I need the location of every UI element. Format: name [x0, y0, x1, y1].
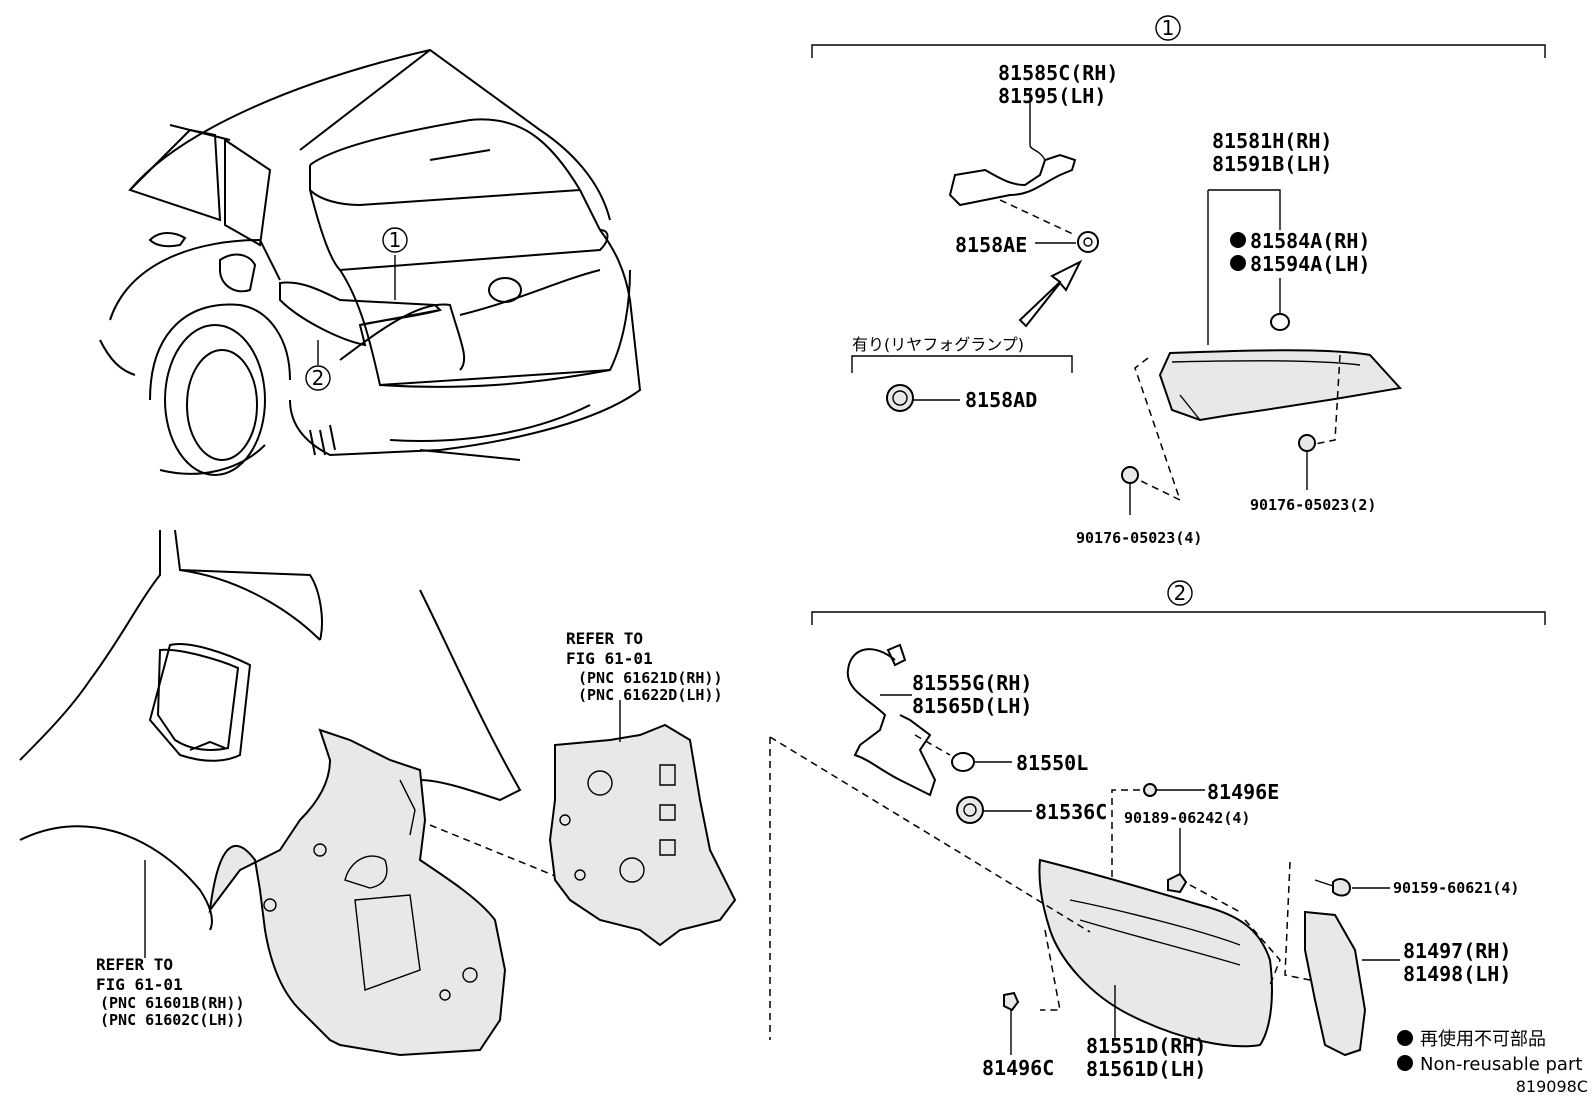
screw-90159-drawing: [1332, 878, 1352, 897]
label-lamp-lh: 81591B(LH): [1212, 152, 1332, 176]
label-wire-lh: 81565D(LH): [912, 694, 1032, 718]
refer-lower-line2: FIG 61-01: [96, 975, 183, 994]
label-cover-lh: 81498(LH): [1403, 962, 1511, 986]
non-reusable-marker-lh: [1230, 255, 1246, 271]
group-1-parts: [851, 90, 1402, 515]
group-2-labels: 81555G(RH) 81565D(LH) 81550L 81536C 8149…: [912, 671, 1519, 1081]
install-arrow: [1018, 259, 1083, 328]
group-1-labels: 81585C(RH) 81595(LH) 8158AE 有り(リヤフォグランプ)…: [852, 61, 1376, 547]
label-nut-b: 90176-05023(4): [1076, 529, 1202, 547]
refer-upper-line4: (PNC 61622D(LH)): [578, 686, 723, 704]
label-lamp2-lh: 81561D(LH): [1086, 1057, 1206, 1081]
refer-upper-line3: (PNC 61621D(RH)): [578, 669, 723, 687]
label-screw: 90159-60621(4): [1393, 879, 1519, 897]
label-lamp2-rh: 81551D(RH): [1086, 1034, 1206, 1058]
label-lamp-rh: 81581H(RH): [1212, 129, 1332, 153]
nut-90176-b-drawing: [1121, 466, 1139, 484]
label-option-part: 8158AD: [965, 388, 1037, 412]
label-socket-wire-lh: 81595(LH): [998, 84, 1106, 108]
cover-81497-drawing: [1304, 910, 1367, 1057]
label-wire-rh: 81555G(RH): [912, 671, 1032, 695]
upper-inner-panel-drawing: [548, 723, 737, 947]
socket-81536c-drawing: [956, 796, 984, 824]
refer-lower-line4: (PNC 61602C(LH)): [100, 1011, 245, 1029]
refer-lower-line3: (PNC 61601B(RH)): [100, 994, 245, 1012]
lamp-81551d-drawing: [1038, 858, 1273, 1048]
bulb-81550l-drawing: [951, 752, 975, 772]
label-bolt: 90189-06242(4): [1124, 809, 1250, 827]
label-socket-wire-rh: 81585C(RH): [998, 61, 1118, 85]
non-reusable-marker-rh: [1230, 232, 1246, 248]
label-nut-bottom: 81496C: [982, 1056, 1054, 1080]
quarter-panel-illustration: [19, 529, 737, 1057]
callout-2-car: 2: [312, 366, 325, 390]
legend-ja: 再使用不可部品: [1420, 1029, 1546, 1050]
label-gasket-rh: 81584A(RH): [1250, 229, 1370, 253]
wire-81555g-drawing: [846, 648, 937, 797]
callout-1-group: 1: [1162, 16, 1175, 40]
legend: 再使用不可部品 Non-reusable part 819098C: [1397, 1029, 1588, 1096]
label-socket: 8158AE: [955, 233, 1027, 257]
bolt-90189-drawing: [1167, 872, 1188, 894]
label-nut-a: 90176-05023(2): [1250, 496, 1376, 514]
callout-1-car: 1: [389, 228, 402, 252]
gasket-drawing: [1270, 313, 1290, 331]
group-2-bracket: 2: [811, 580, 1546, 625]
refer-upper-line2: FIG 61-01: [566, 649, 653, 668]
label-socket-2: 81536C: [1035, 800, 1107, 824]
lower-quarter-panel-drawing: [208, 728, 507, 1057]
label-nut-top: 81496E: [1207, 780, 1279, 804]
callout-2-group: 2: [1174, 581, 1187, 605]
group-1-bracket: 1: [811, 15, 1546, 58]
nut-90176-a-drawing: [1298, 434, 1316, 452]
label-option: 有り(リヤフォグランプ): [852, 335, 1024, 354]
socket-8158ae-drawing: [1077, 231, 1099, 253]
refer-lower-line1: REFER TO: [96, 955, 173, 974]
nut-81496c-drawing: [1003, 991, 1020, 1012]
socket-wire-drawing: [948, 153, 1077, 207]
vehicle-rear-illustration: 1 2: [99, 48, 642, 476]
legend-en: Non-reusable part: [1420, 1054, 1582, 1075]
label-gasket-lh: 81594A(LH): [1250, 252, 1370, 276]
label-bulb: 81550L: [1016, 751, 1088, 775]
bulb-8158ad-drawing: [886, 384, 914, 412]
refer-upper-line1: REFER TO: [566, 629, 643, 648]
legend-marker-ja: [1397, 1030, 1413, 1046]
legend-marker-en: [1397, 1055, 1413, 1071]
nut-81496e-drawing: [1143, 783, 1157, 797]
refer-labels: REFER TO FIG 61-01 (PNC 61621D(RH)) (PNC…: [96, 629, 723, 1029]
figure-code: 819098C: [1516, 1077, 1588, 1096]
group-2-parts: [769, 643, 1400, 1057]
label-cover-rh: 81497(RH): [1403, 939, 1511, 963]
